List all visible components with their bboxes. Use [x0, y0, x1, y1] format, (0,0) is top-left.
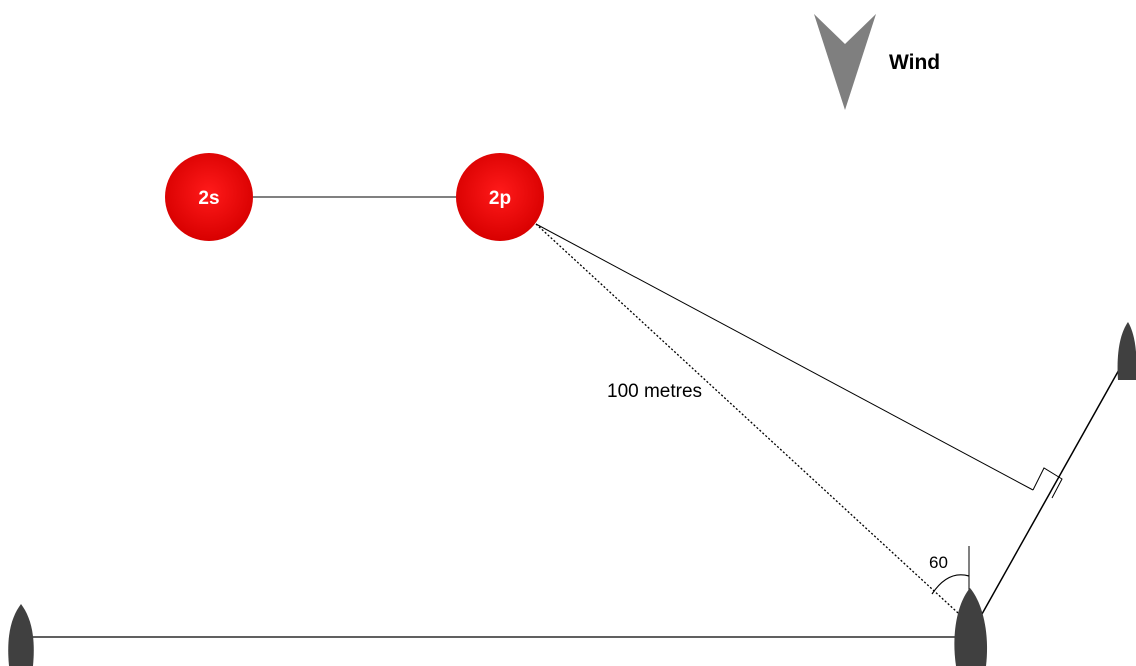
- mark-2p: 2p: [456, 153, 544, 241]
- boat-bottom-icon: [954, 588, 988, 666]
- boat-top-right-icon: [1117, 322, 1136, 380]
- distance-dotted-line: [535, 223, 984, 637]
- perpendicular-distance-line: [535, 223, 1034, 491]
- right-angle-marker: [1032, 467, 1063, 499]
- mark-2p-label: 2p: [489, 188, 511, 209]
- angle-arc: [931, 574, 970, 595]
- mark-2s: 2s: [165, 153, 253, 241]
- wind-arrow-icon: [814, 14, 876, 110]
- mark-2s-label: 2s: [198, 188, 219, 209]
- wind-arrow-notch: [814, 14, 876, 44]
- distance-label: 100 metres: [607, 381, 702, 402]
- angle-label: 60: [929, 553, 948, 572]
- boat-left-icon: [8, 604, 34, 666]
- boat-course-line: [981, 367, 1121, 615]
- wind-label: Wind: [889, 51, 940, 74]
